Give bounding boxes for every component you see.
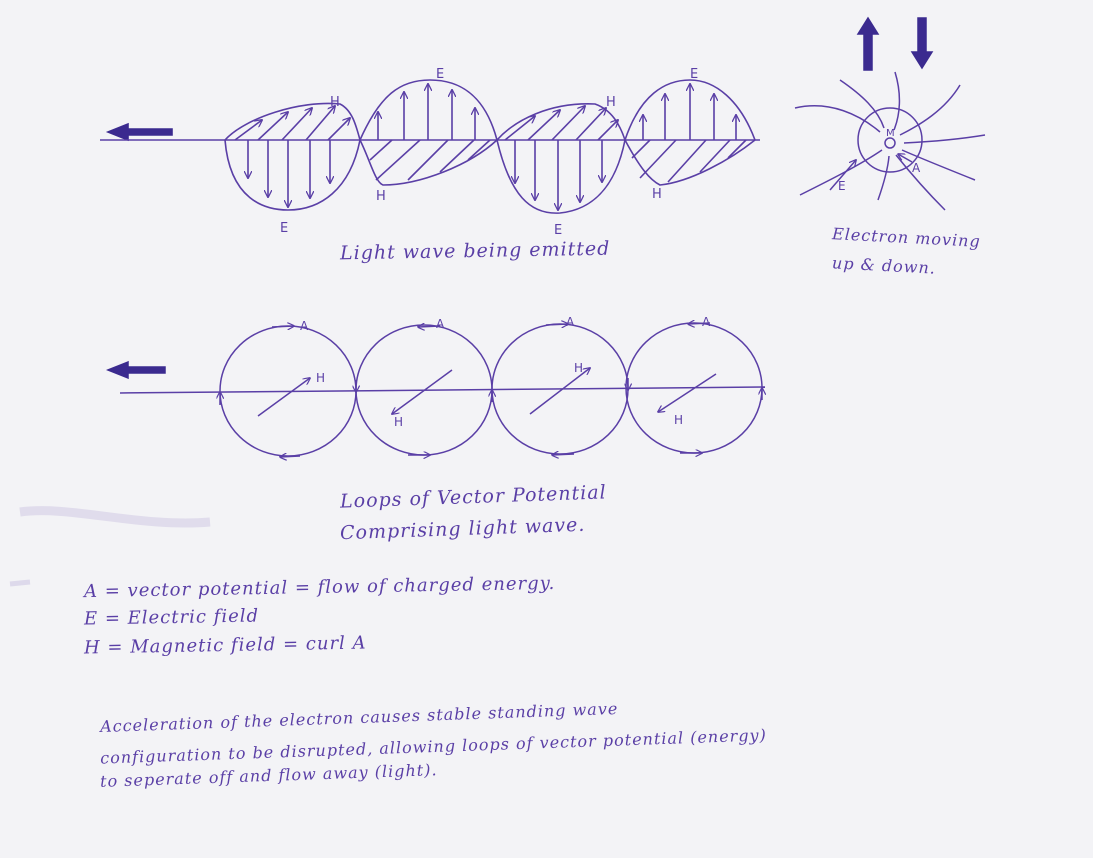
label-h: H — [316, 371, 325, 385]
label-a: A — [566, 315, 575, 329]
light-wave-diagram — [100, 79, 760, 214]
electron-core — [884, 137, 896, 149]
e-field-arrows-up — [378, 84, 736, 140]
field-line — [895, 154, 946, 211]
paper-smudge — [19, 506, 211, 528]
label-e: E — [838, 179, 846, 193]
field-line — [899, 84, 961, 136]
e-field-arrows-down — [248, 140, 602, 210]
label-h: H — [606, 95, 616, 110]
e-arrow — [829, 160, 856, 191]
h-vector — [392, 369, 453, 414]
field-line — [839, 79, 885, 129]
label-h: H — [652, 187, 662, 202]
h-field-hatch-arrows — [234, 106, 747, 183]
a-arrow — [898, 154, 913, 163]
label-h: H — [376, 189, 386, 204]
electron-loop — [857, 107, 923, 173]
up-arrow-icon — [856, 16, 880, 71]
loops-labels: A A A A H H H H — [300, 315, 711, 429]
field-line — [794, 105, 881, 133]
label-a: A — [436, 317, 445, 331]
label-h: H — [574, 361, 583, 375]
label-e: E — [280, 221, 288, 236]
left-arrow-icon — [105, 360, 166, 380]
left-arrow-icon — [105, 122, 173, 142]
h-vector — [529, 368, 590, 415]
h-vector — [658, 373, 717, 412]
field-line — [903, 134, 986, 144]
label-h: H — [330, 95, 340, 110]
label-m: M — [886, 128, 895, 139]
field-line — [901, 149, 976, 181]
label-a: A — [702, 315, 711, 329]
legend-electric-field: E = Electric field — [83, 605, 260, 630]
electron-diagram — [794, 16, 986, 211]
field-line — [893, 71, 901, 131]
h-vector — [257, 378, 310, 417]
down-arrow-icon — [910, 17, 934, 70]
label-e: E — [436, 67, 444, 82]
label-e: E — [690, 67, 698, 82]
vector-potential-loops-diagram — [105, 323, 766, 457]
electron-labels: M A E — [838, 128, 921, 193]
wave-field-labels: E E E E H H H H — [280, 67, 698, 238]
label-h: H — [674, 413, 683, 427]
wave-caption: Light wave being emitted — [339, 237, 611, 265]
label-h: H — [394, 415, 403, 429]
field-line — [877, 155, 890, 201]
label-e: E — [554, 223, 562, 238]
loops-axis — [119, 386, 766, 394]
label-a: A — [300, 319, 309, 333]
magnetic-field-curve — [224, 102, 756, 186]
paper-smudge — [9, 579, 31, 587]
field-line — [799, 149, 883, 196]
label-a: A — [912, 161, 921, 175]
